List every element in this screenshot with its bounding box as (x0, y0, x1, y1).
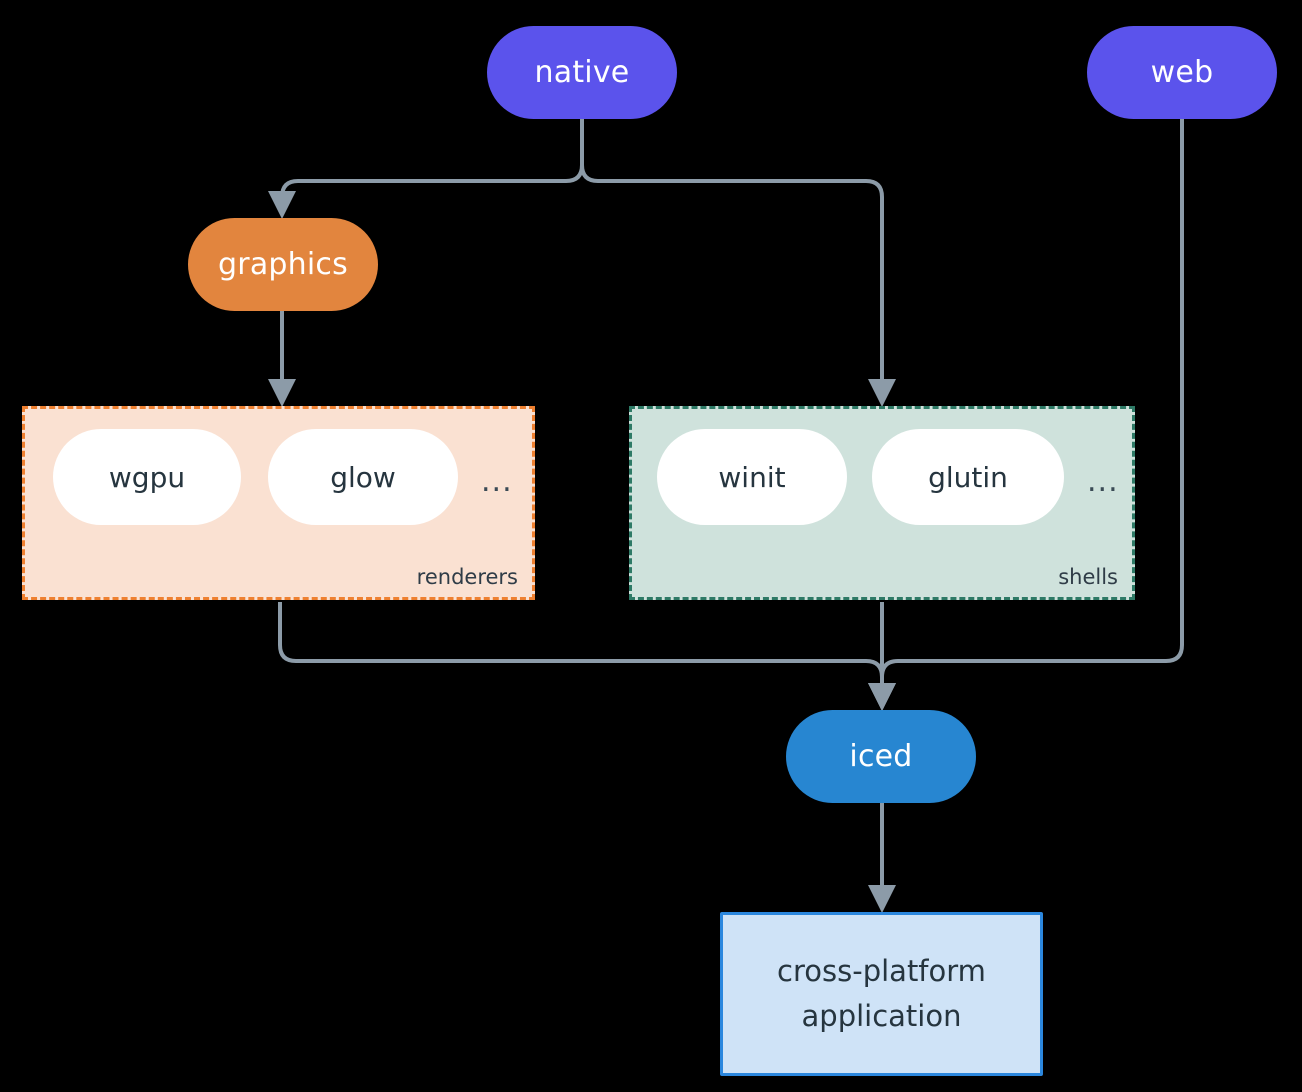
node-web-label: web (1150, 55, 1214, 90)
leaf-glutin-label: glutin (928, 460, 1008, 494)
leaf-wgpu-label: wgpu (108, 460, 186, 494)
leaf-glow-label: glow (330, 460, 396, 494)
leaf-winit-label: winit (718, 460, 786, 494)
group-shells-label: shells (1058, 565, 1118, 589)
application-label-line1: cross-platform (777, 954, 986, 989)
node-native-label: native (534, 55, 630, 90)
group-renderers-label: renderers (416, 565, 518, 589)
node-graphics-label: graphics (218, 247, 348, 282)
group-renderers[interactable]: wgpu glow ... renderers (22, 406, 535, 600)
application-label-line2: application (801, 999, 962, 1033)
renderers-ellipsis: ... (481, 464, 513, 499)
edge-renderers-to-iced (278, 602, 896, 711)
leaf-winit[interactable]: winit (657, 429, 847, 525)
leaf-wgpu[interactable]: wgpu (53, 429, 241, 525)
edge-native-to-shells (580, 119, 896, 407)
shells-ellipsis: ... (1087, 464, 1119, 499)
group-shells[interactable]: winit glutin ... shells (629, 406, 1135, 600)
leaf-glutin[interactable]: glutin (872, 429, 1064, 525)
node-native[interactable]: native (487, 26, 677, 119)
node-graphics[interactable]: graphics (188, 218, 378, 311)
leaf-glow[interactable]: glow (268, 429, 458, 525)
node-cross-platform-application[interactable]: cross-platform application (720, 912, 1043, 1076)
node-iced-label: iced (849, 739, 913, 774)
edge-web-to-iced (868, 119, 1184, 711)
node-web[interactable]: web (1087, 26, 1277, 119)
node-iced[interactable]: iced (786, 710, 976, 803)
edge-native-to-graphics (268, 119, 584, 219)
